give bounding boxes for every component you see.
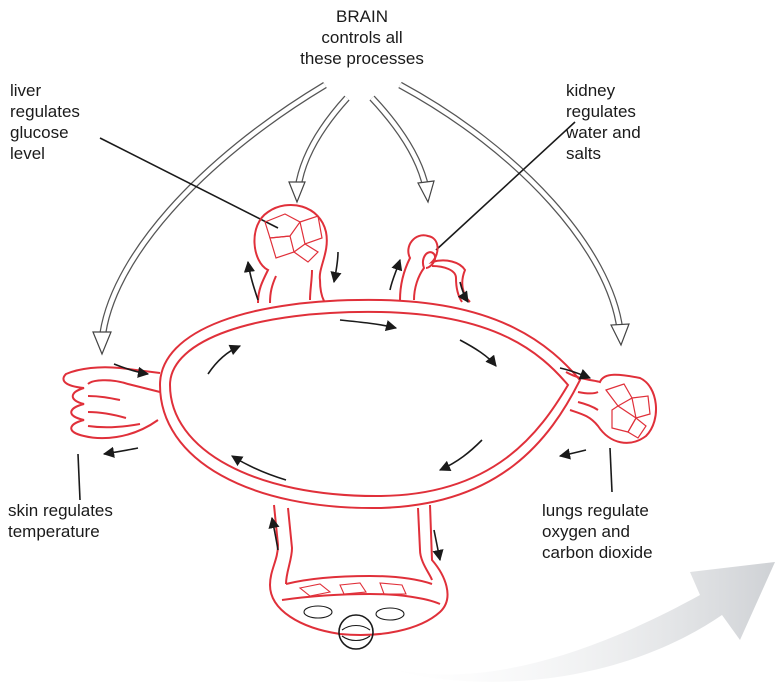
brain-label: BRAIN controls all these processes bbox=[278, 6, 446, 69]
liver-label: liver regulates glucose level bbox=[10, 80, 80, 164]
watermark-swoosh bbox=[360, 562, 775, 682]
skin-label: skin regulates temperature bbox=[8, 500, 113, 542]
kidney-label: kidney regulates water and salts bbox=[566, 80, 641, 164]
kidney-organ bbox=[400, 235, 470, 302]
lungs-label: lungs regulate oxygen and carbon dioxide bbox=[542, 500, 653, 563]
skin-organ bbox=[63, 367, 160, 438]
liver-organ bbox=[254, 205, 326, 303]
flow-arrows bbox=[104, 252, 590, 560]
gut-detail bbox=[304, 606, 404, 649]
brain-arrows bbox=[93, 85, 629, 354]
main-vessel-loop bbox=[160, 300, 580, 508]
